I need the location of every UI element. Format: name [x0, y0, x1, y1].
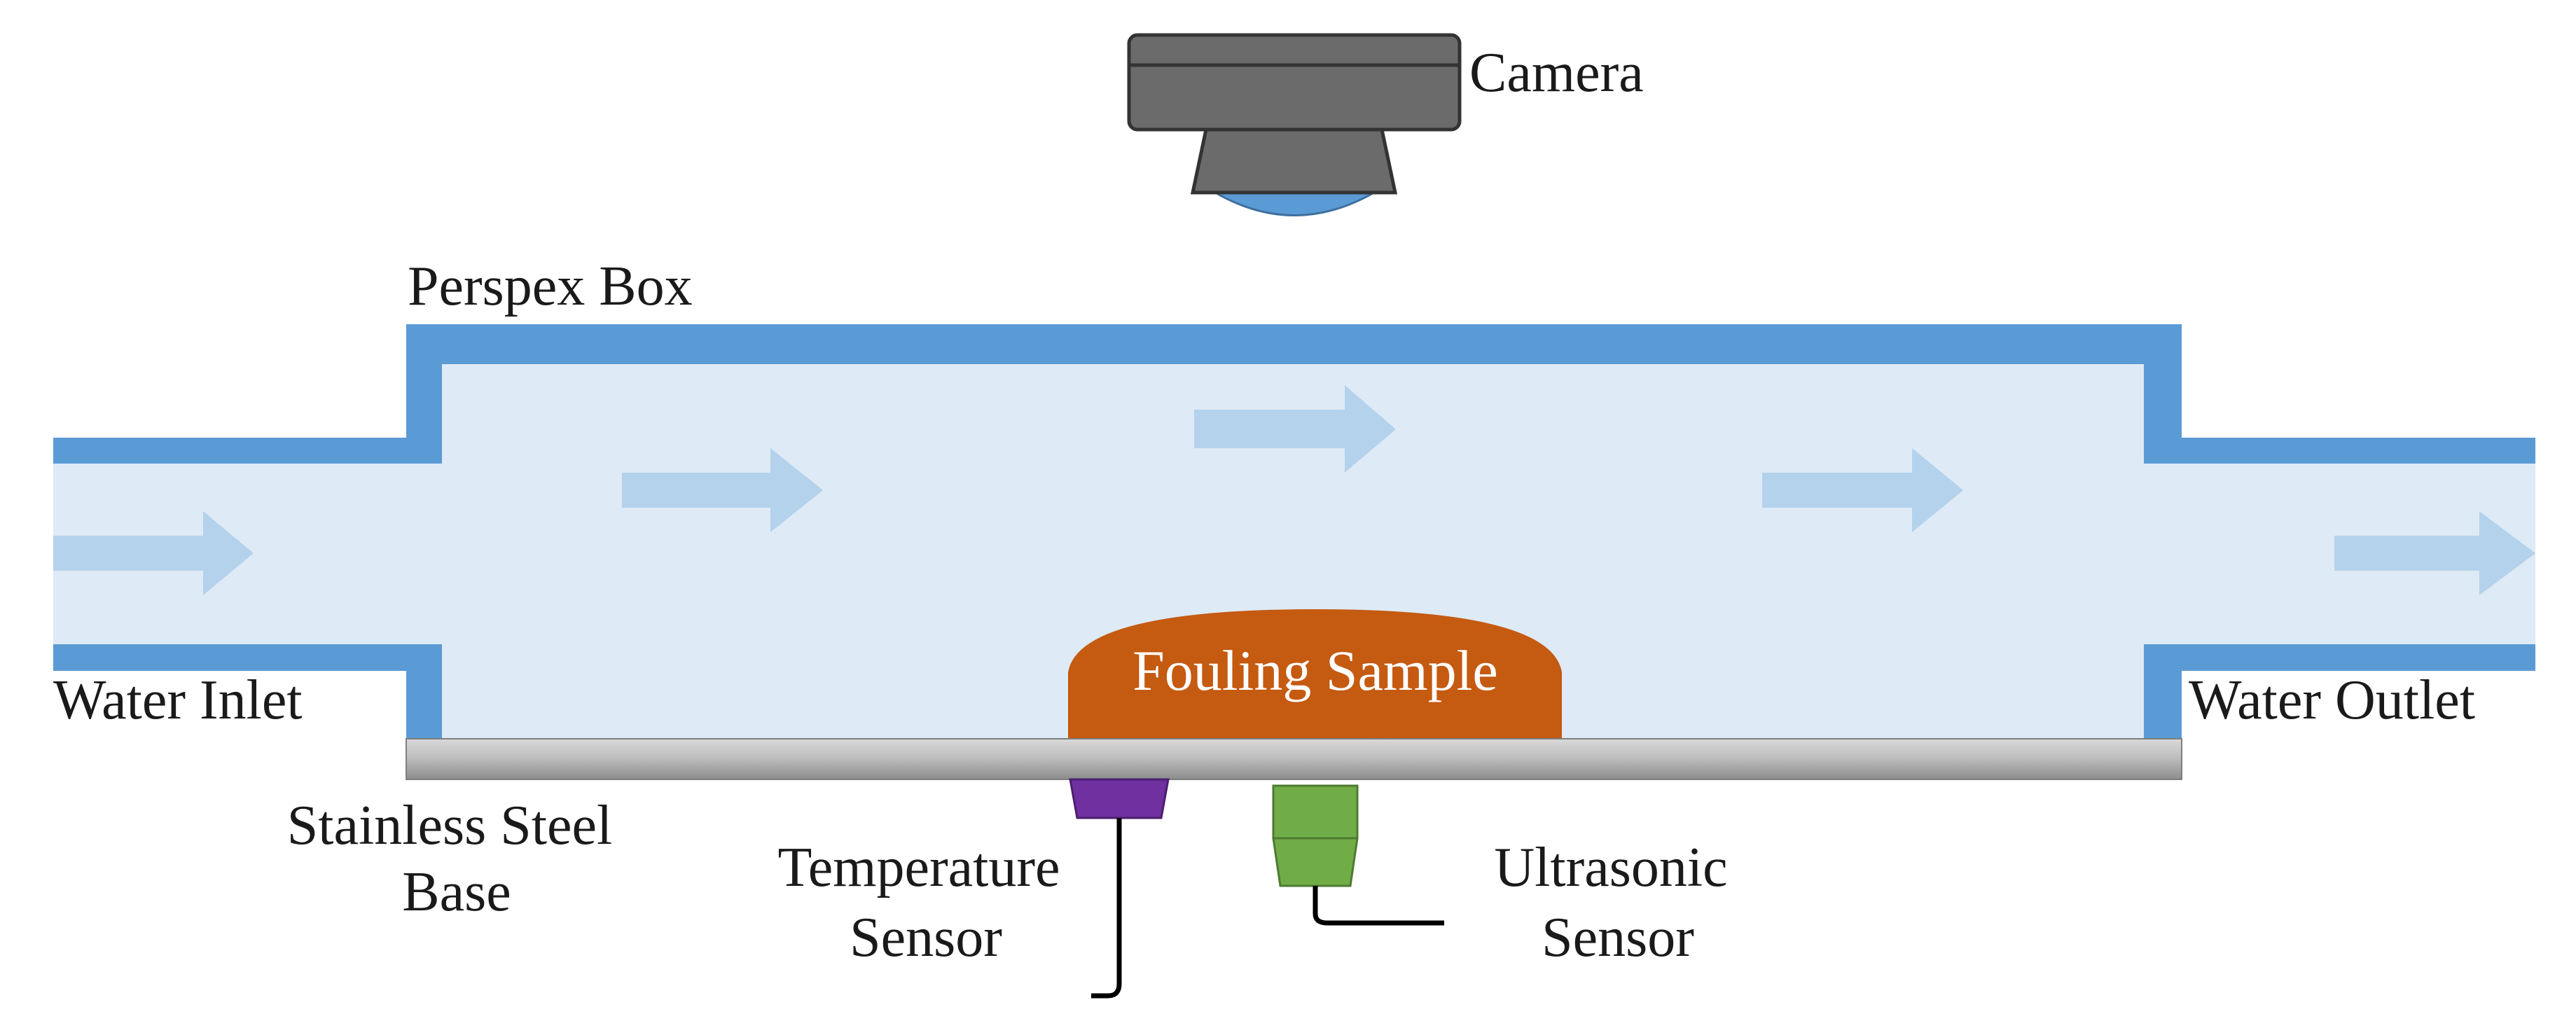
fouling-sample-shape [1068, 609, 1562, 739]
fouling-sample: Fouling Sample [1068, 609, 1562, 739]
camera-lens [1211, 191, 1378, 216]
temperature-sensor-label-line1: Temperature [777, 837, 1060, 898]
ultrasonic-sensor-icon [1272, 784, 1359, 840]
water-outlet-label: Water Outlet [2189, 669, 2475, 731]
perspex-box-label: Perspex Box [408, 256, 693, 317]
temperature-sensor-label-line2: Sensor [850, 907, 1002, 968]
camera-label: Camera [1469, 42, 1644, 104]
upper-wall [53, 324, 2535, 464]
temperature-sensor-label: Temperature Sensor [777, 837, 1074, 968]
ultrasonic-sensor-tip [1272, 837, 1359, 887]
flow-arrow-icon [622, 448, 823, 532]
stainless-steel-base-label-line2: Base [402, 861, 511, 923]
temperature-sensor-cable [1091, 818, 1122, 999]
lower-right-wall [2144, 644, 2535, 739]
ultrasonic-sensor-label-line1: Ultrasonic [1494, 837, 1727, 898]
camera-icon [1127, 33, 1462, 216]
flow-arrows [53, 385, 2535, 595]
perspex-box-walls [53, 324, 2535, 739]
fouling-sample-label: Fouling Sample [1133, 639, 1498, 702]
camera-body [1127, 33, 1462, 132]
flow-arrow-icon [1762, 448, 1963, 532]
temperature-sensor [1069, 778, 1170, 999]
ultrasonic-sensor-label-line2: Sensor [1542, 907, 1694, 968]
ultrasonic-sensor [1272, 784, 1444, 926]
flow-arrow-icon [53, 511, 254, 595]
stainless-steel-base-label-line1: Stainless Steel [287, 795, 612, 856]
stainless-steel-base [406, 738, 2182, 780]
lower-left-wall [53, 644, 442, 739]
flow-arrow-icon [1194, 385, 1396, 473]
water-inlet-label: Water Inlet [53, 669, 303, 731]
stainless-steel-base-label: Stainless Steel Base [287, 795, 626, 923]
ultrasonic-sensor-label: Ultrasonic Sensor [1494, 837, 1741, 968]
camera-neck [1190, 127, 1398, 195]
temperature-sensor-icon [1069, 778, 1170, 819]
ultrasonic-sensor-cable [1313, 886, 1444, 926]
flow-arrow-icon [2334, 511, 2535, 595]
